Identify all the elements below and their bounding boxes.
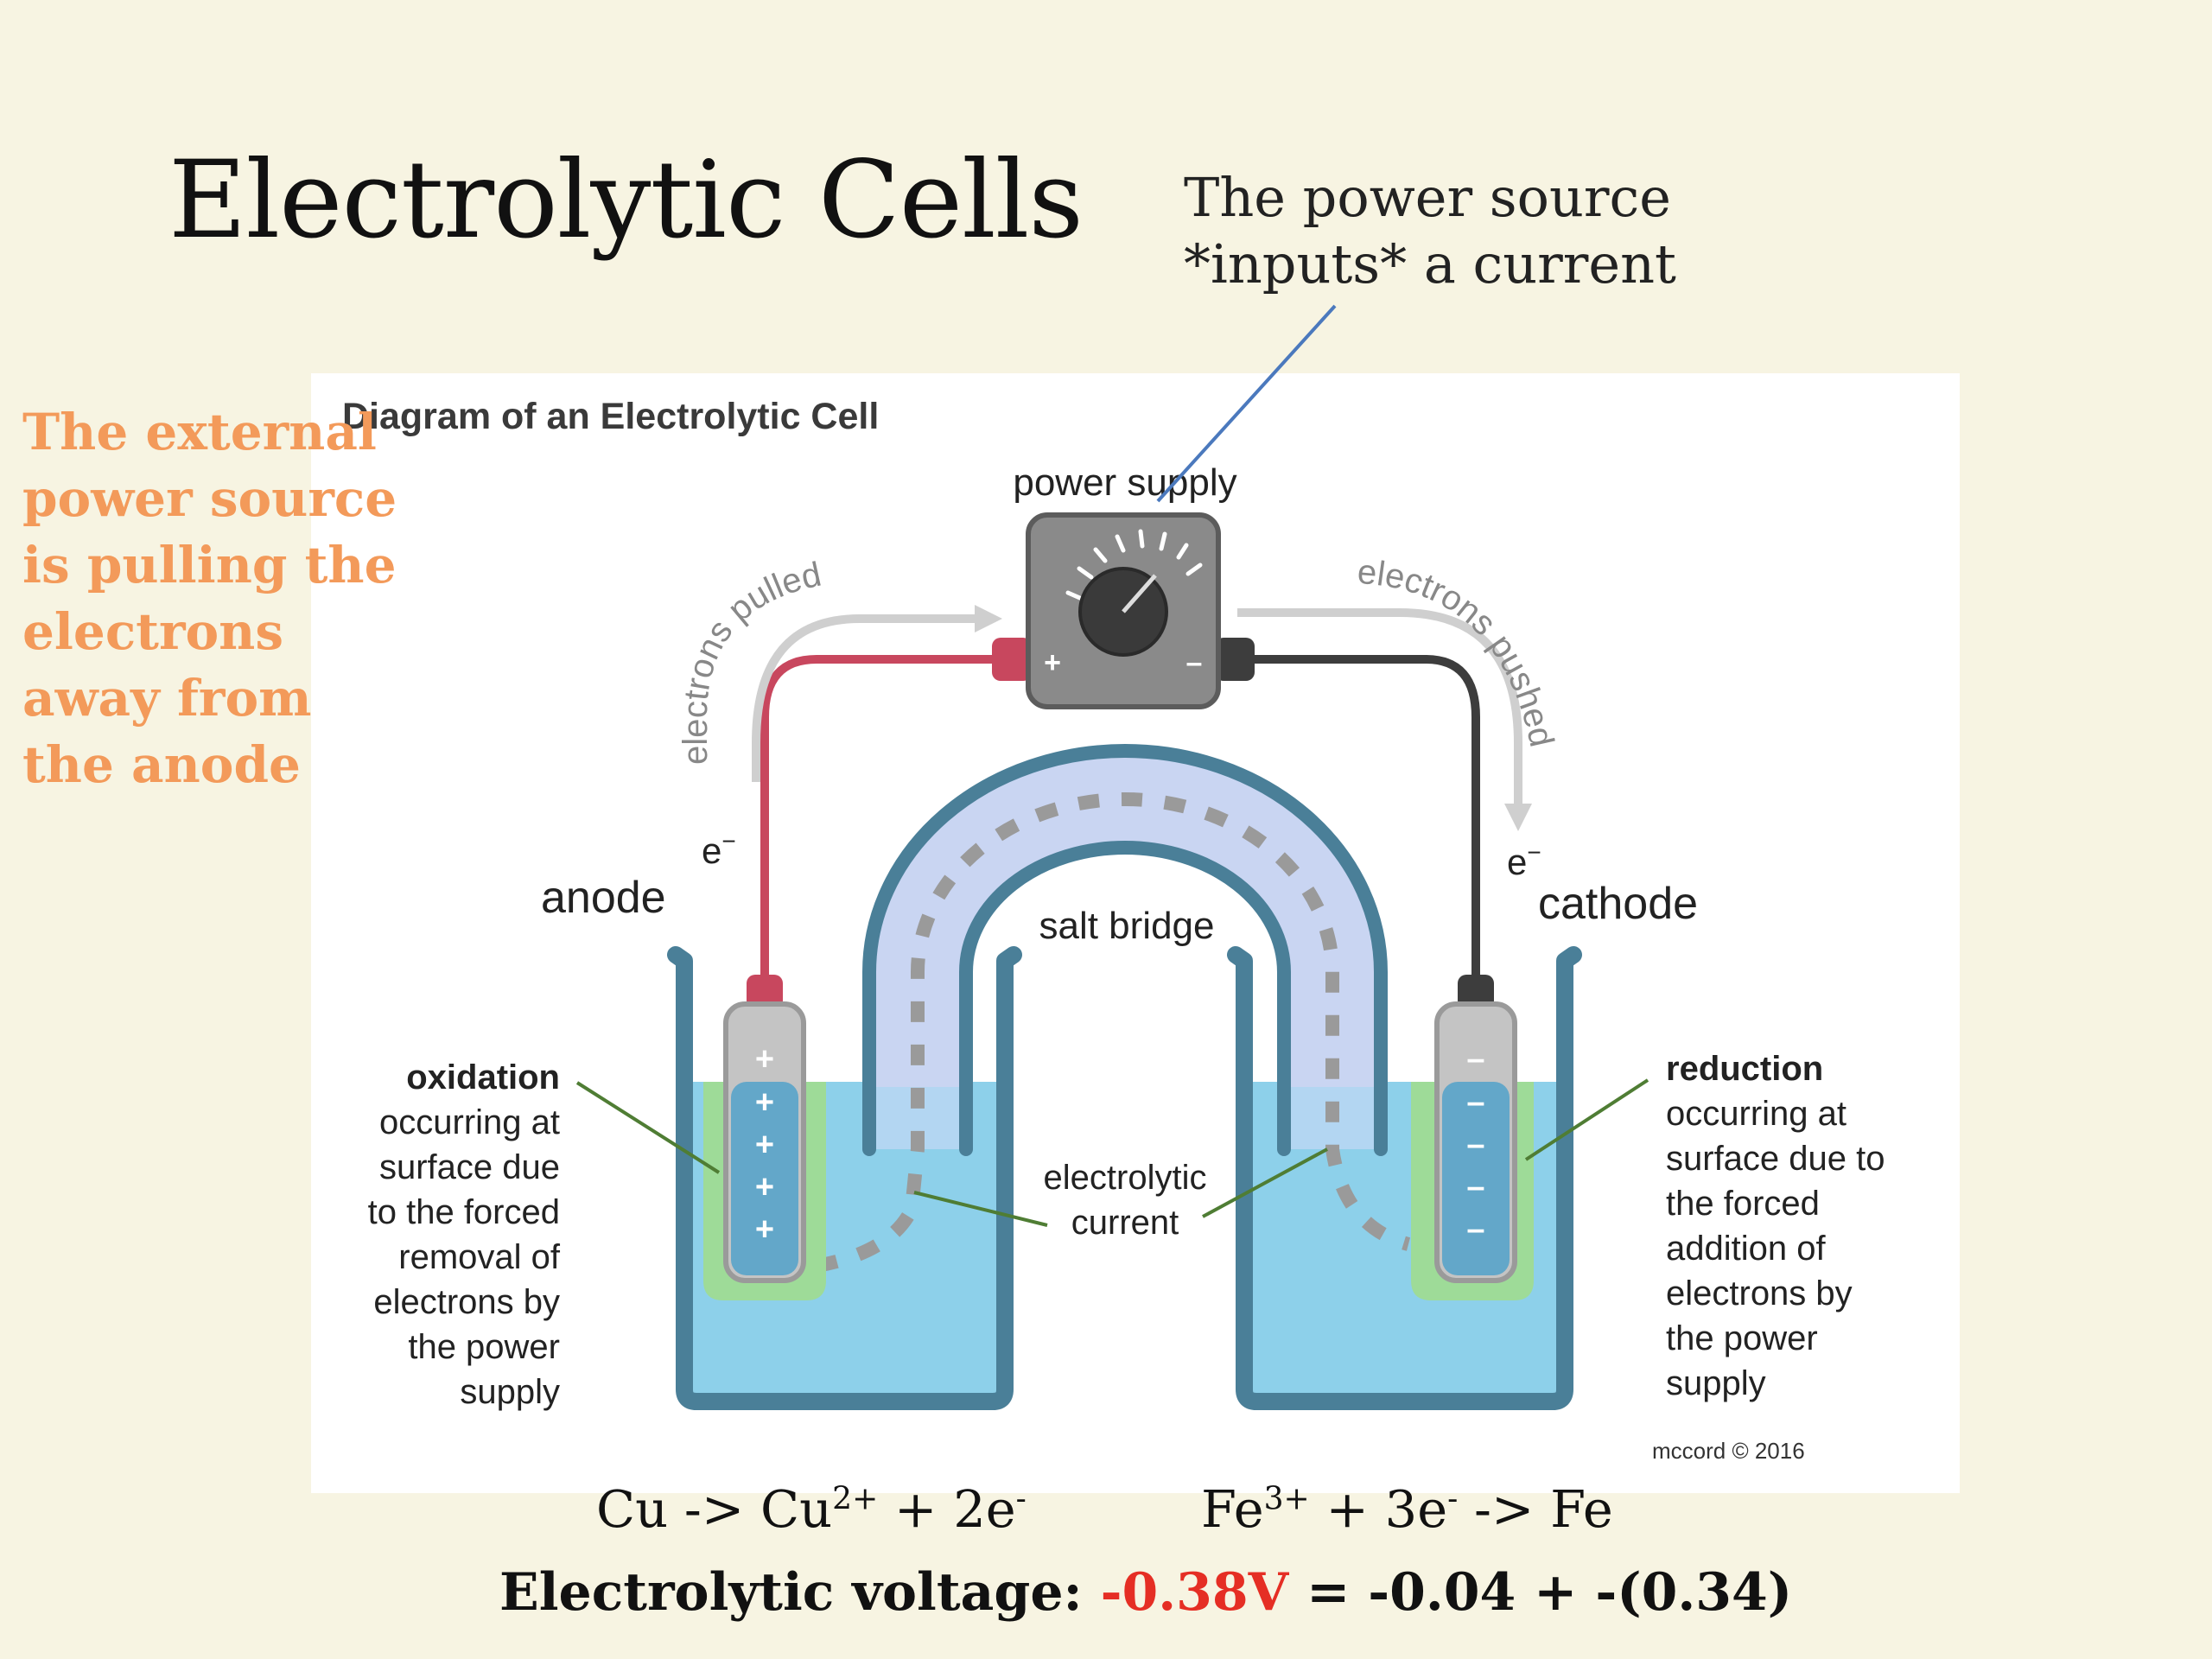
svg-text:current: current	[1071, 1204, 1179, 1242]
reduction-leader-line	[1524, 1078, 1649, 1161]
plus-sign: +	[1044, 646, 1061, 679]
cathode-electrode: – – – – –	[1434, 975, 1517, 1283]
electrolytic-voltage-equation: Electrolytic voltage: -0.38V = -0.04 + -…	[499, 1562, 1792, 1623]
minus-sign: –	[1466, 1169, 1484, 1205]
voltage-value: -0.38V	[1100, 1562, 1289, 1623]
annotation-line: away from	[22, 669, 312, 728]
power-supply: + –	[992, 512, 1255, 709]
annotation-line: power source	[22, 469, 397, 528]
slide-title: Electrolytic Cells	[168, 138, 1084, 263]
oxidation-description: oxidation occurring at surface due to th…	[368, 1058, 561, 1411]
plus-sign: +	[755, 1041, 774, 1077]
dial-ticks	[1065, 529, 1203, 601]
voltage-breakdown: = -0.04 + -(0.34)	[1288, 1562, 1793, 1623]
arrowhead	[1504, 804, 1532, 831]
annotation-line: electrons	[22, 602, 284, 661]
svg-text:the forced: the forced	[1666, 1185, 1820, 1223]
credit: mccord © 2016	[1652, 1438, 1805, 1464]
svg-text:occurring at: occurring at	[379, 1103, 560, 1141]
electrolytic-current-label: electrolytic current	[1044, 1159, 1207, 1242]
minus-sign: –	[1466, 1041, 1484, 1077]
svg-text:electrons by: electrons by	[373, 1283, 560, 1321]
svg-text:the power: the power	[408, 1328, 560, 1366]
salt-bridge-label: salt bridge	[1039, 905, 1214, 947]
annotation-line: is pulling the	[22, 536, 397, 594]
svg-text:the power: the power	[1666, 1319, 1818, 1357]
svg-text:to the forced: to the forced	[368, 1193, 560, 1231]
positive-wire	[760, 655, 1002, 976]
svg-text:supply: supply	[460, 1373, 560, 1411]
minus-sign: –	[1466, 1211, 1484, 1248]
plus-sign: +	[755, 1169, 774, 1205]
power-source-annotation: The power source *inputs* a current	[1184, 164, 1676, 297]
plus-sign: +	[755, 1127, 774, 1163]
anode-label: anode	[541, 873, 666, 923]
svg-text:occurring at: occurring at	[1666, 1095, 1847, 1133]
arrowhead	[975, 605, 1002, 632]
annotation-line: the anode	[22, 735, 301, 794]
anode-half-reaction: Cu -> Cu2+ + 2e-	[596, 1479, 1027, 1539]
electron-symbol: e−	[1507, 839, 1541, 882]
oxidation-leader-line	[575, 1081, 721, 1174]
annotation-line: The external	[22, 403, 377, 461]
dial-pointer	[1122, 574, 1157, 613]
voltage-label: Electrolytic voltage:	[499, 1562, 1101, 1623]
negative-terminal	[1215, 638, 1255, 681]
svg-text:electrons by: electrons by	[1666, 1274, 1853, 1313]
plus-sign: +	[755, 1211, 774, 1248]
svg-text:surface due: surface due	[379, 1148, 560, 1186]
electrolytic-current-path	[815, 792, 1411, 1273]
reduction-description: reduction occurring at surface due to th…	[1666, 1050, 1885, 1402]
svg-text:surface due to: surface due to	[1666, 1140, 1885, 1178]
annotation-line: The power source	[1184, 166, 1671, 229]
external-source-annotation: The external power source is pulling the…	[22, 399, 397, 798]
current-leader-line	[1202, 1147, 1328, 1218]
svg-text:removal of: removal of	[398, 1238, 561, 1276]
oxidation-heading: oxidation	[406, 1058, 560, 1096]
negative-wire	[1244, 655, 1480, 976]
annotation-line: *inputs* a current	[1184, 232, 1676, 296]
diagram-title: Diagram of an Electrolytic Cell	[342, 396, 879, 437]
svg-text:addition of: addition of	[1666, 1230, 1826, 1268]
cathode-label: cathode	[1538, 879, 1698, 929]
svg-text:electrolytic: electrolytic	[1044, 1159, 1207, 1197]
svg-text:supply: supply	[1666, 1364, 1766, 1402]
annotation-pointer-line	[1156, 304, 1337, 503]
minus-sign: –	[1466, 1127, 1484, 1163]
plus-sign: +	[755, 1084, 774, 1121]
reduction-heading: reduction	[1666, 1050, 1823, 1088]
positive-terminal	[992, 638, 1032, 681]
current-leader-line	[913, 1191, 1048, 1227]
minus-sign: –	[1186, 646, 1203, 679]
electrons-pushed-arrow	[1237, 608, 1522, 810]
power-supply-label: power supply	[1013, 461, 1236, 504]
minus-sign: –	[1466, 1084, 1484, 1121]
cathode-half-reaction: Fe3+ + 3e- -> Fe	[1201, 1479, 1613, 1539]
electron-symbol: e−	[702, 828, 736, 871]
electrons-pulled-arrow	[752, 614, 985, 782]
anode-electrode: + + + + +	[723, 975, 806, 1283]
